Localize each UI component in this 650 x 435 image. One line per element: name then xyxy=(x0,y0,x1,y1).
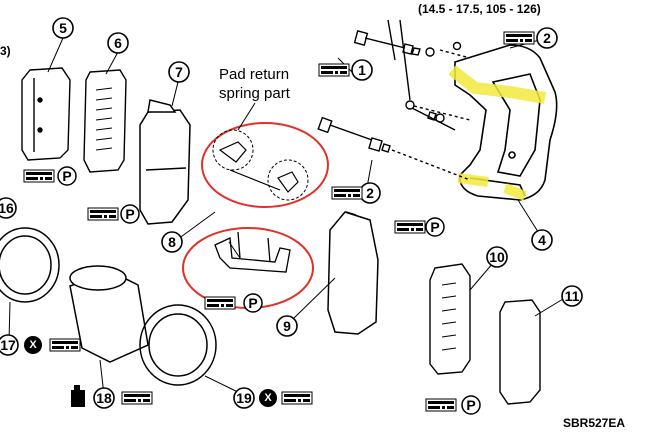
torque-wrench-icon xyxy=(23,169,55,183)
svg-text:P: P xyxy=(125,206,134,222)
part-16-seal xyxy=(0,227,60,303)
torque-wrench-icon xyxy=(281,391,313,405)
callout-1: 1 xyxy=(351,59,373,81)
svg-text:17: 17 xyxy=(0,337,16,353)
callout-2-top: 2 xyxy=(536,27,558,49)
callout-6: 6 xyxy=(107,32,129,54)
grease-p-icon: P xyxy=(243,293,263,313)
torque-spec-top: (14.5 - 17.5, 105 - 126) xyxy=(418,2,541,16)
svg-text:P: P xyxy=(62,168,71,184)
torque-wrench-icon xyxy=(204,296,236,310)
callout-4: 4 xyxy=(531,229,553,251)
callout-7: 7 xyxy=(168,61,190,83)
svg-text:P: P xyxy=(430,219,439,235)
do-not-reuse-icon: X xyxy=(259,389,277,407)
torque-wrench-icon xyxy=(394,220,426,234)
pad-return-spring-label-line2: spring part xyxy=(219,85,291,102)
callout-17: 17 xyxy=(0,334,19,356)
grease-p-icon: P xyxy=(425,217,445,237)
svg-text:16: 16 xyxy=(0,200,14,216)
callout-2-mid: 2 xyxy=(359,182,381,204)
callout-16: 16 xyxy=(0,197,17,219)
svg-text:4: 4 xyxy=(538,232,546,248)
callout-8: 8 xyxy=(161,231,183,253)
caliper-highlight-marks xyxy=(448,65,547,201)
torque-wrench-icon xyxy=(503,31,535,45)
torque-wrench-icon xyxy=(331,186,363,200)
svg-text:5: 5 xyxy=(59,20,67,36)
svg-text:P: P xyxy=(248,295,257,311)
torque-wrench-icon xyxy=(425,398,457,412)
svg-text:7: 7 xyxy=(175,64,183,80)
part-7-brake-pad xyxy=(139,99,191,225)
torque-wrench-icon xyxy=(121,391,153,405)
svg-text:X: X xyxy=(264,392,272,404)
svg-text:6: 6 xyxy=(114,35,122,51)
callout-18: 18 xyxy=(93,387,115,409)
grease-p-icon: P xyxy=(120,204,140,224)
svg-text:9: 9 xyxy=(283,318,291,334)
torque-wrench-icon xyxy=(318,63,350,77)
svg-text:18: 18 xyxy=(96,390,112,406)
callout-19: 19 xyxy=(233,387,255,409)
svg-text:11: 11 xyxy=(565,288,580,304)
callout-5: 5 xyxy=(52,17,74,39)
callout-9: 9 xyxy=(276,315,298,337)
figure-code: SBR527EA xyxy=(563,416,625,430)
grease-p-icon: P xyxy=(461,395,481,415)
part-18-piston xyxy=(69,265,149,363)
svg-text:2: 2 xyxy=(366,185,374,201)
callout-10: 10 xyxy=(486,246,508,268)
torque-wrench-icon xyxy=(87,207,119,221)
pad-return-spring-markup xyxy=(201,122,329,208)
torque-spec-left-fragment: 3) xyxy=(0,44,11,58)
do-not-reuse-icon: X xyxy=(24,336,42,354)
part-11-shim xyxy=(499,299,541,405)
label-leader-line xyxy=(237,102,256,131)
part-6-shim xyxy=(83,69,127,173)
fluid-can-icon xyxy=(71,385,85,407)
part-19-dust-boot xyxy=(139,304,217,386)
svg-text:X: X xyxy=(29,339,37,351)
part-5-shim xyxy=(21,67,71,161)
guide-pin-bolts xyxy=(317,19,471,181)
callout-11: 11 xyxy=(561,285,583,307)
svg-text:P: P xyxy=(466,397,475,413)
svg-text:10: 10 xyxy=(489,249,505,265)
torque-wrench-icon xyxy=(49,338,81,352)
grease-p-icon: P xyxy=(57,166,77,186)
part-10-shim xyxy=(429,263,471,375)
pad-return-spring-label-line1: Pad return xyxy=(219,66,289,83)
part-9-brake-pad xyxy=(327,211,379,335)
svg-text:8: 8 xyxy=(168,234,176,250)
svg-text:19: 19 xyxy=(236,390,252,406)
svg-text:1: 1 xyxy=(358,62,366,78)
svg-text:2: 2 xyxy=(543,30,551,46)
